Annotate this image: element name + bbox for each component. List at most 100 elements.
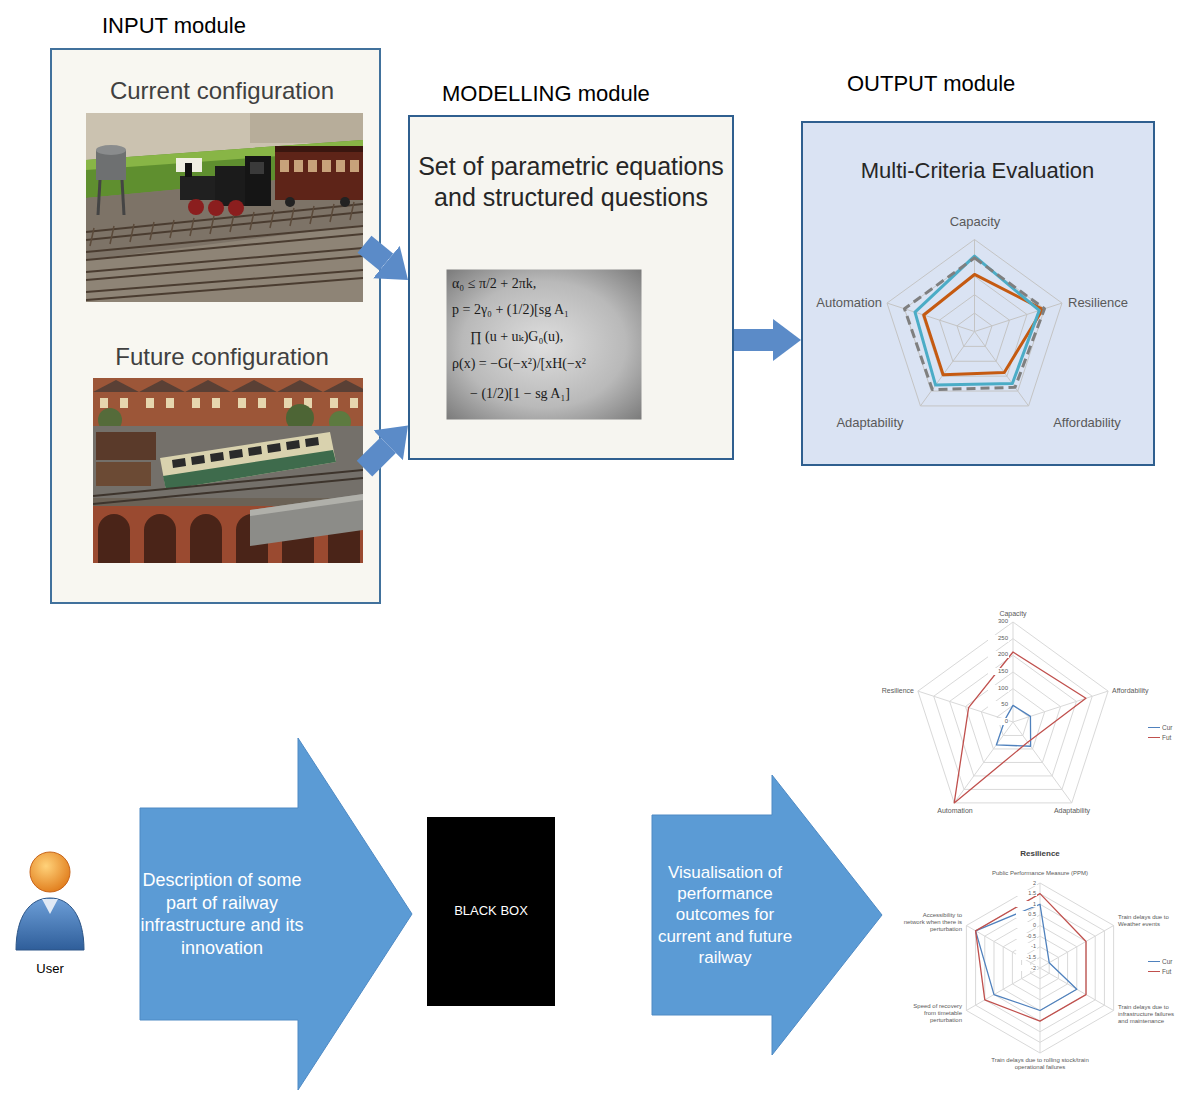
axis-tick: 0 [1016,922,1037,928]
photo-part [294,160,303,172]
photo-part [210,452,224,462]
legend-entry: Cur [1148,958,1172,965]
photo-part [110,226,114,244]
axis-tick: 100 [988,685,1009,692]
photo-part [191,455,205,465]
radar-spoke [1013,722,1072,803]
photo-part [90,228,94,246]
axis-tick: -2 [1016,965,1037,971]
actor-label: User [5,961,95,977]
equation-text: α₀ ≤ π/2 + 2πk, [452,276,536,292]
legend-text: Fut [1162,734,1171,741]
photo-part [185,163,192,177]
photo-part [258,398,266,408]
photo-part [250,113,363,143]
photo-part [215,166,249,206]
black-box: BLACK BOX [427,817,555,1006]
radar-chart [918,622,1108,803]
viaduct-arch [144,514,176,563]
photo-part [286,440,300,450]
photo-part [139,380,185,392]
photo-part [210,216,214,234]
radar-grid [887,240,1062,406]
configuration-panel: Future configuration [80,334,365,567]
photo-part [98,180,100,215]
photo-part [250,162,264,174]
photo-part [86,212,363,240]
radar-spoke [966,968,1040,1011]
photo-part [188,199,204,215]
photo-part [228,200,244,216]
legend-line [1148,737,1160,738]
radar-spoke [974,240,975,332]
photo-part [150,222,154,240]
legend-text: Fut [1162,968,1171,975]
photo-part [230,214,234,232]
module-box: OUTPUT moduleMulti-Criteria Evaluation [801,121,1155,466]
photo-part [336,160,345,172]
axis-label: Resilience [872,687,914,695]
axis-label: Capacity [993,610,1033,618]
module-title: OUTPUT module [847,70,1015,98]
flow-arrow [365,244,387,262]
axis-tick: 300 [988,618,1009,625]
photo-part [192,398,200,408]
photo-part [86,204,363,232]
photo-part [96,432,156,460]
radar-chart [966,883,1113,1053]
axis-label: Train delays due to infrastructure failu… [1118,1004,1180,1025]
photo-part [170,220,174,238]
equation-text: − (1/2)[1 − sg A₁] [470,386,570,402]
equation-text: p = 2γ₀ + (1/2)[sg A₁ [452,302,569,318]
photo-part [130,224,134,242]
axis-tick: 50 [988,701,1009,708]
arrow-text: Description of some part of railway infr… [140,869,304,959]
radar-series [996,705,1030,746]
photo-part [350,398,358,408]
axis-label: Automation [806,296,882,311]
photo-part [93,378,363,426]
photo-part [290,208,294,226]
photo-part [93,378,363,563]
axis-tick: 0.5 [1016,911,1037,917]
module-box: INPUT moduleCurrent configurationFuture … [50,48,381,604]
axis-tick: 200 [988,651,1009,658]
photo-future-railway [93,378,363,563]
axis-label: Affordability [1112,687,1162,695]
block-arrow: Visualisation of performance outcomes fo… [652,775,882,1055]
radar-spoke [975,303,1062,331]
photo-part [350,160,359,172]
photo-part [172,458,186,468]
photo-part [185,380,231,392]
axis-label: Adaptability [1047,807,1097,815]
photo-part [120,398,128,408]
chart-title: Resilience [1000,849,1080,858]
panel-title: Current configuration [80,76,365,106]
photo-part [310,206,314,224]
legend-line [1148,727,1160,728]
photo-part [305,437,319,447]
axis-tick: 1 [1016,901,1037,907]
axis-label: Train delays due to rolling stock/train … [990,1057,1090,1071]
arrow-body [652,775,882,1055]
photo-part [86,256,363,280]
arrow-body [140,738,412,1090]
legend-entry: Cur [1148,724,1172,731]
axis-tick: -1 [1016,943,1037,949]
flow-arrow [734,329,773,351]
axis-tick: 250 [988,635,1009,642]
user-head [30,852,70,892]
legend-text: Cur [1162,724,1172,731]
radar-spoke [887,303,974,331]
axis-tick: 0 [988,718,1009,725]
legend-text: Cur [1162,958,1172,965]
photo-part [322,160,331,172]
arrow-text: Visualisation of performance outcomes fo… [654,862,796,968]
photo-part [96,145,126,155]
axis-label: Train delays due to Weather events [1118,914,1176,928]
equations-image [447,270,642,420]
radar-series [976,894,1086,1022]
equation-text: ∏ (u + uₖ)G₀(u), [470,329,563,345]
photo-part [212,398,220,408]
